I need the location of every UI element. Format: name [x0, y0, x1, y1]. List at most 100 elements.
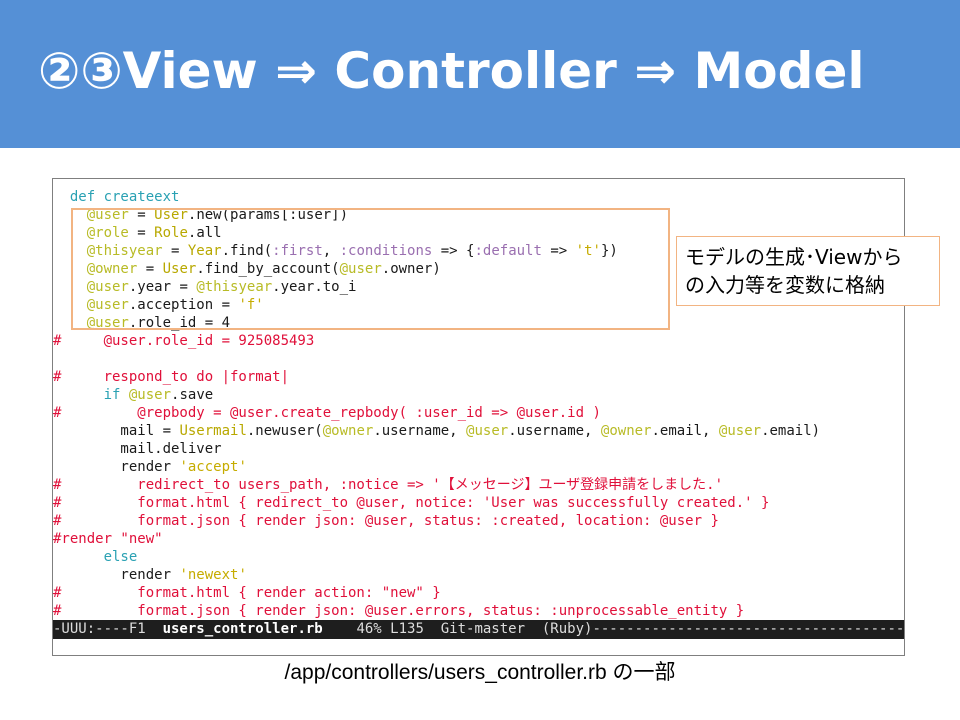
editor-mode-line: -UUU:----F1 users_controller.rb 46% L135…	[53, 620, 904, 639]
callout-line: の入力等を変数に格納	[685, 273, 885, 297]
highlight-box	[71, 208, 670, 330]
code-token: })	[600, 243, 618, 259]
code-token: @user	[718, 423, 762, 439]
code-line: render 'accept'	[53, 458, 904, 476]
code-token: @user	[128, 387, 172, 403]
code-token: :first	[272, 243, 323, 259]
code-token: @owner	[86, 261, 138, 277]
code-token: ,	[322, 243, 340, 259]
code-line: # respond_to do |format|	[53, 368, 904, 386]
code-token: @user	[86, 315, 129, 331]
code-token: .username,	[508, 423, 601, 439]
code-token: .username,	[373, 423, 467, 439]
code-token: @user	[339, 261, 382, 277]
code-token: .find_by_account(	[196, 261, 340, 277]
code-line: @user.role_id = 4	[53, 314, 904, 332]
code-token: # redirect_to users_path, :notice => '【メ…	[53, 477, 724, 493]
title-band: ②③View ⇒ Controller ⇒ Model	[0, 0, 960, 148]
code-token: mail.deliver	[53, 441, 222, 457]
code-token: @role	[86, 225, 129, 241]
code-token: @user	[466, 423, 509, 439]
code-token	[53, 351, 61, 367]
code-token	[120, 387, 128, 403]
code-line: mail = Usermail.newuser(@owner.username,…	[53, 422, 904, 440]
mode-line-suffix: 46% L135 Git-master (Ruby)--------------…	[322, 621, 904, 637]
code-token: =	[162, 243, 188, 259]
code-token: .year.to_i	[272, 279, 357, 295]
code-token: # format.html { redirect_to @user, notic…	[53, 495, 770, 511]
slide-caption: /app/controllers/users_controller.rb の一部	[284, 661, 676, 684]
code-line: # @repbody = @user.create_repbody( :user…	[53, 404, 904, 422]
code-token	[53, 387, 104, 403]
code-token: User	[162, 261, 197, 277]
callout-box: モデルの生成･Viewから の入力等を変数に格納	[676, 236, 940, 306]
code-token: 'newext'	[179, 567, 247, 583]
mode-line-prefix: -UUU:----F1	[53, 621, 163, 637]
code-line: # format.html { render action: "new" }	[53, 584, 904, 602]
code-token: .role_id = 4	[128, 315, 231, 331]
code-token: # format.html { render action: "new" }	[53, 585, 441, 601]
code-token: User	[154, 207, 188, 223]
code-token: .new(params[:user])	[187, 207, 349, 223]
code-token: Usermail	[179, 423, 247, 439]
code-token: @thisyear	[86, 243, 163, 259]
code-token: .email,	[651, 423, 719, 439]
code-line: @owner = User.find_by_account(@user.owne…	[53, 260, 904, 278]
code-token: => {	[432, 243, 475, 259]
code-line: @user = User.new(params[:user])	[53, 206, 904, 224]
code-token: .find(	[221, 243, 273, 259]
code-token: @user	[86, 207, 129, 223]
code-line: @role = Role.all	[53, 224, 904, 242]
code-line: @thisyear = Year.find(:first, :condition…	[53, 242, 904, 260]
code-token: Role	[154, 225, 188, 241]
code-token: @owner	[600, 423, 652, 439]
slide-title: ②③View ⇒ Controller ⇒ Model	[38, 42, 865, 100]
callout-line: モデルの生成･Viewから	[685, 245, 903, 269]
code-token: .owner)	[381, 261, 441, 277]
code-line: # format.html { redirect_to @user, notic…	[53, 494, 904, 512]
code-buffer[interactable]: def createext @user = User.new(params[:u…	[53, 188, 904, 626]
code-token: 't'	[575, 243, 601, 259]
code-line: #render "new"	[53, 530, 904, 548]
code-token: .year =	[128, 279, 197, 295]
code-token: else	[103, 549, 138, 565]
code-token: mail =	[53, 423, 180, 439]
code-token: # format.json { render json: @user.error…	[53, 603, 745, 619]
code-line	[53, 350, 904, 368]
code-token: if	[103, 387, 121, 403]
mode-line-buffer-name: users_controller.rb	[162, 621, 323, 637]
code-token: @user	[86, 279, 129, 295]
code-line: mail.deliver	[53, 440, 904, 458]
code-line: @user.year = @thisyear.year.to_i	[53, 278, 904, 296]
code-line: # @user.role_id = 925085493	[53, 332, 904, 350]
code-token: .save	[171, 387, 214, 403]
code-line: @user.acception = 'f'	[53, 296, 904, 314]
code-token: Year	[187, 243, 222, 259]
code-token: =	[128, 225, 155, 241]
code-token: # respond_to do |format|	[53, 369, 290, 385]
code-line: render 'newext'	[53, 566, 904, 584]
code-token: .acception =	[128, 297, 239, 313]
code-token: # format.json { render json: @user, stat…	[53, 513, 719, 529]
code-token: @owner	[322, 423, 374, 439]
code-token: .newuser(	[246, 423, 323, 439]
code-token: @thisyear	[196, 279, 273, 295]
code-line: # format.json { render json: @user.error…	[53, 602, 904, 620]
code-token: =	[137, 261, 163, 277]
code-token: :default	[474, 243, 542, 259]
code-token: .all	[187, 225, 222, 241]
code-token: 'f'	[238, 297, 264, 313]
code-token: createext	[103, 189, 180, 205]
code-token: # @repbody = @user.create_repbody( :user…	[53, 405, 601, 421]
code-token: =>	[541, 243, 576, 259]
code-line: # format.json { render json: @user, stat…	[53, 512, 904, 530]
code-token: :conditions	[339, 243, 433, 259]
code-token	[53, 549, 104, 565]
code-token: 'accept'	[179, 459, 247, 475]
code-token: @user	[86, 297, 129, 313]
code-token: render	[53, 459, 180, 475]
code-token: .email)	[761, 423, 821, 439]
code-token: # @user.role_id = 925085493	[53, 333, 315, 349]
code-token: def	[53, 189, 104, 205]
code-line: else	[53, 548, 904, 566]
